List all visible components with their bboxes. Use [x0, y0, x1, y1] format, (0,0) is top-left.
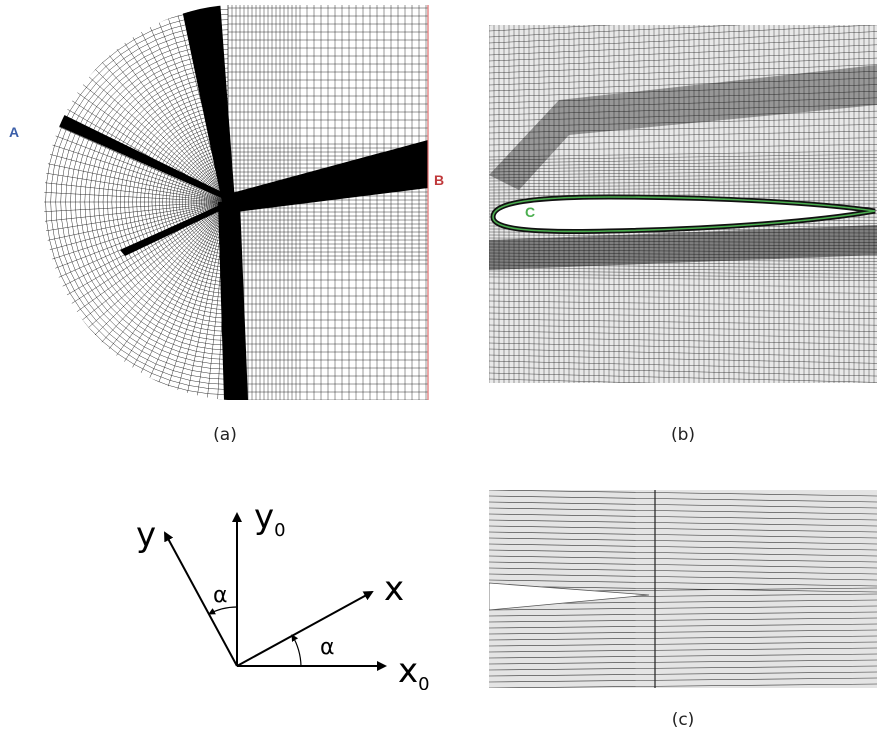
boundary-label-a: A — [9, 124, 20, 140]
x-label: x — [384, 569, 404, 609]
mesh-panel-c — [488, 489, 877, 695]
mesh-panel-a: A B — [0, 0, 444, 400]
boundary-label-c: C — [525, 204, 536, 220]
y-label: y — [136, 515, 156, 555]
caption-a: (a) — [213, 425, 237, 445]
far-field-mesh-figure — [44, 5, 429, 400]
airfoil-surface-c — [492, 196, 876, 233]
alpha-arc-y — [208, 606, 238, 615]
mesh-panel-b: C — [488, 4, 877, 389]
alpha-arc-x — [291, 634, 302, 667]
caption-c: (c) — [671, 710, 695, 730]
axes-diagram: y y0 x x0 α α — [120, 490, 460, 695]
x0-label: x0 — [398, 651, 430, 690]
trailing-edge-mesh-figure — [488, 489, 877, 695]
alpha-label-x: α — [320, 635, 335, 660]
trailing-edge-wedge — [488, 582, 650, 611]
y0-label: y0 — [254, 497, 286, 541]
boundary-label-b: B — [434, 172, 445, 188]
caption-b: (b) — [670, 425, 696, 445]
airfoil-mesh-figure — [488, 4, 877, 389]
y-axis-arrow — [164, 531, 238, 667]
alpha-label-y: α — [213, 583, 228, 608]
x-axis-arrow — [236, 591, 374, 667]
